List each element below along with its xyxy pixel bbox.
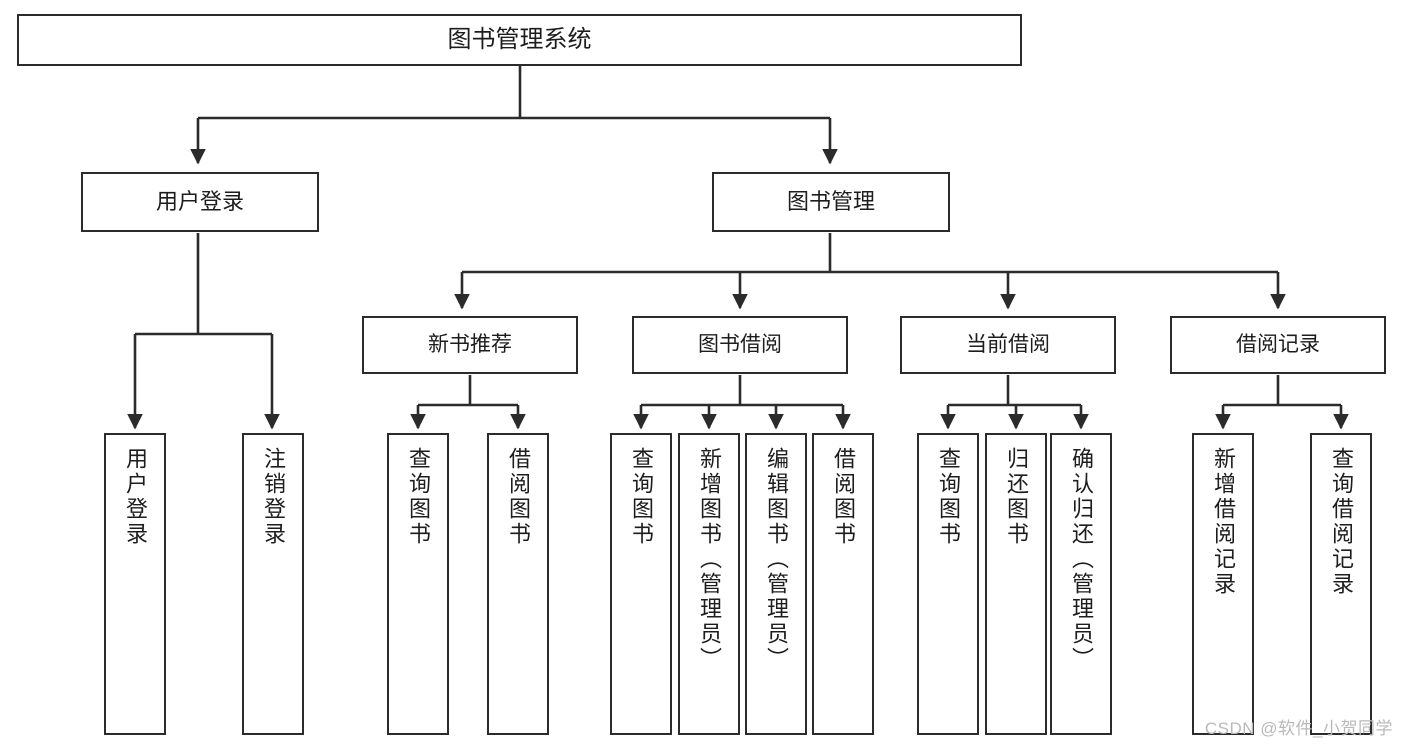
node-label: 查询借阅记录 [1329, 447, 1354, 597]
node-label: 图书管理系统 [447, 25, 592, 53]
node-leaf-borrow-book-2[interactable]: 借阅图书 [812, 433, 874, 735]
node-book-management-system[interactable]: 图书管理系统 [17, 14, 1022, 66]
node-label: 借阅图书 [506, 447, 531, 547]
node-leaf-add-book[interactable]: 新增图书（管理员） [678, 433, 740, 735]
node-label: 归还图书 [1004, 447, 1029, 547]
node-label: 新增借阅记录 [1211, 447, 1236, 597]
node-leaf-borrow-book-1[interactable]: 借阅图书 [487, 433, 549, 735]
watermark-text: CSDN @软件_小贺同学 [1204, 719, 1393, 738]
node-leaf-user-login[interactable]: 用户登录 [104, 433, 166, 735]
node-label: 当前借阅 [966, 333, 1050, 357]
node-label: 借阅记录 [1236, 333, 1320, 357]
node-user-login[interactable]: 用户登录 [81, 172, 319, 232]
node-leaf-logout-login[interactable]: 注销登录 [242, 433, 304, 735]
node-label: 查询图书 [629, 447, 654, 547]
node-label: 借阅图书 [831, 447, 856, 547]
node-label: 用户登录 [123, 447, 148, 547]
node-borrow-record[interactable]: 借阅记录 [1170, 316, 1386, 374]
node-leaf-query-book-3[interactable]: 查询图书 [917, 433, 979, 735]
node-label: 图书管理 [786, 188, 875, 214]
node-leaf-add-borrow-record[interactable]: 新增借阅记录 [1192, 433, 1254, 735]
node-book-borrow[interactable]: 图书借阅 [632, 316, 848, 374]
node-label: 注销登录 [261, 447, 286, 547]
node-leaf-edit-book[interactable]: 编辑图书（管理员） [745, 433, 807, 735]
node-leaf-query-book-2[interactable]: 查询图书 [610, 433, 672, 735]
node-leaf-return-book[interactable]: 归还图书 [985, 433, 1047, 735]
node-label: 确认归还（管理员） [1069, 447, 1094, 672]
node-label: 编辑图书（管理员） [764, 447, 789, 672]
node-current-borrow[interactable]: 当前借阅 [900, 316, 1116, 374]
node-label: 图书借阅 [698, 333, 782, 357]
node-label: 查询图书 [936, 447, 961, 547]
node-label: 查询图书 [406, 447, 431, 547]
node-book-management[interactable]: 图书管理 [712, 172, 950, 232]
node-label: 新增图书（管理员） [697, 447, 722, 672]
node-label: 新书推荐 [428, 333, 512, 357]
node-new-book-recommend[interactable]: 新书推荐 [362, 316, 578, 374]
node-leaf-query-borrow-record[interactable]: 查询借阅记录 [1310, 433, 1372, 735]
node-leaf-query-book-1[interactable]: 查询图书 [387, 433, 449, 735]
node-label: 用户登录 [155, 188, 244, 214]
node-leaf-confirm-return[interactable]: 确认归还（管理员） [1050, 433, 1112, 735]
